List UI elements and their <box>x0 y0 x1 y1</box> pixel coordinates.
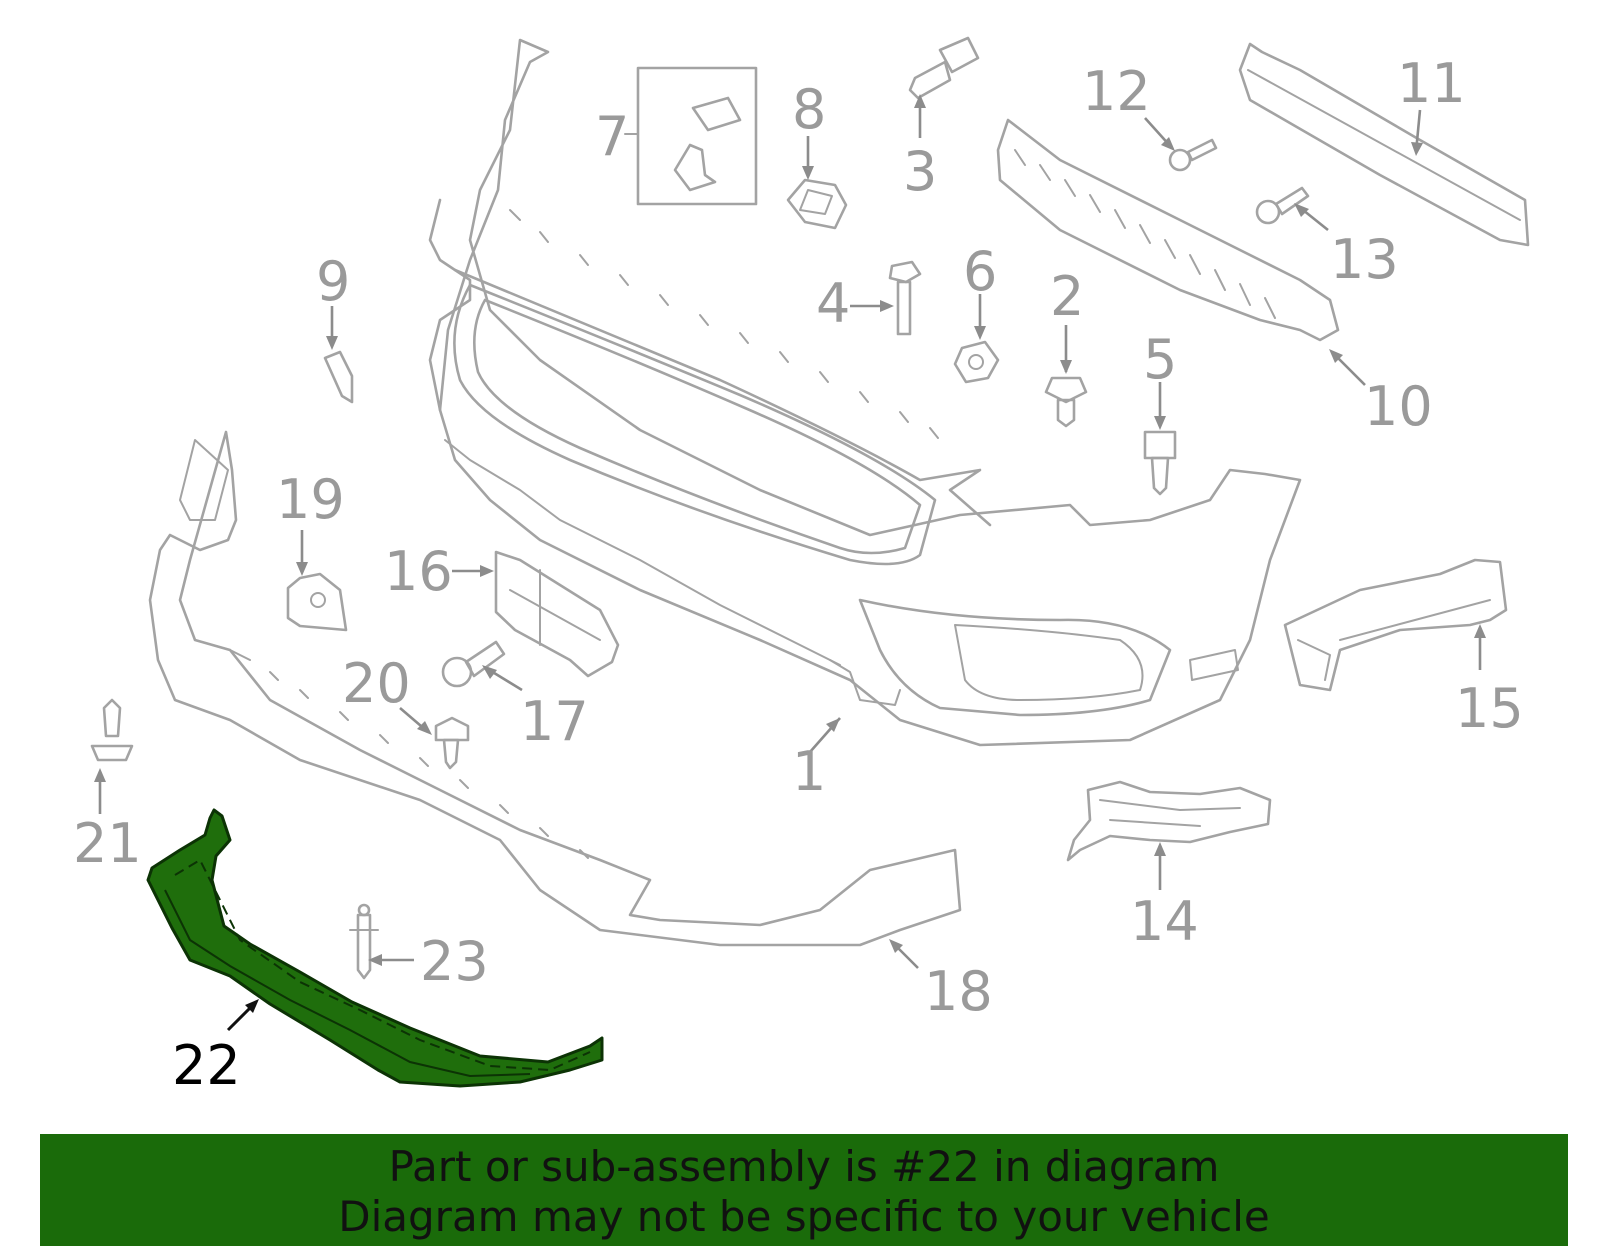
callout-6: 6 <box>963 240 997 303</box>
arrowhead <box>880 300 894 312</box>
arrowhead <box>1474 624 1486 638</box>
arrowhead <box>1154 842 1166 856</box>
part-23-pin <box>349 903 379 980</box>
part-7-clip-kit <box>636 66 758 206</box>
arrowhead <box>480 565 494 577</box>
callout-23: 23 <box>420 930 489 993</box>
part-10-energy-absorber <box>996 118 1340 342</box>
arrowhead <box>94 768 106 782</box>
arrowhead <box>482 665 497 679</box>
arrowhead <box>296 562 308 576</box>
arrowhead <box>1060 360 1072 374</box>
part-20-clip <box>434 716 470 770</box>
callout-12: 12 <box>1082 60 1151 123</box>
info-banner: Part or sub-assembly is #22 in diagram D… <box>40 1134 1568 1246</box>
part-16-bracket <box>494 550 620 678</box>
arrowhead <box>1329 349 1343 363</box>
arrowhead <box>1411 142 1423 156</box>
part-22-lower-deflector-highlighted <box>146 808 604 1088</box>
part-1-bumper-cover <box>428 38 1302 747</box>
callout-15: 15 <box>1455 677 1524 740</box>
callout-7: 7 <box>595 105 629 168</box>
callout-5: 5 <box>1143 328 1177 391</box>
callout-3: 3 <box>903 140 937 203</box>
callout-10: 10 <box>1364 375 1433 438</box>
part-13-bolt <box>1255 186 1310 225</box>
part-11-reinforcement-bar <box>1238 42 1530 247</box>
part-8-nut-clip <box>786 178 848 230</box>
arrowhead <box>326 336 338 350</box>
arrowhead <box>368 954 382 966</box>
callout-16: 16 <box>384 540 453 603</box>
part-4-bolt <box>888 260 922 336</box>
part-12-bolt <box>1168 138 1218 172</box>
callout-11: 11 <box>1397 52 1466 115</box>
callout-20: 20 <box>342 652 411 715</box>
callout-18: 18 <box>924 960 993 1023</box>
part-6-nut <box>953 340 1000 384</box>
arrowhead <box>974 326 986 340</box>
callout-8: 8 <box>792 78 826 141</box>
part-17-bolt <box>441 640 506 688</box>
part-3-bolt <box>908 36 980 100</box>
banner-line-2: Diagram may not be specific to your vehi… <box>338 1192 1270 1241</box>
part-21-pin <box>90 698 134 762</box>
part-9-bracket <box>323 350 354 404</box>
arrowhead <box>1294 203 1309 217</box>
callout-21: 21 <box>73 812 142 875</box>
callout-14: 14 <box>1130 890 1199 953</box>
part-19-bracket <box>286 572 348 632</box>
callout-2: 2 <box>1050 265 1084 328</box>
callout-17: 17 <box>520 690 589 753</box>
callout-1: 1 <box>792 740 826 803</box>
part-15-deflector <box>1283 558 1508 692</box>
banner-line-1: Part or sub-assembly is #22 in diagram <box>388 1142 1220 1191</box>
arrowhead <box>1161 137 1175 151</box>
arrowhead <box>889 939 903 953</box>
callout-19: 19 <box>276 468 345 531</box>
part-5-clip <box>1143 430 1177 496</box>
callout-13: 13 <box>1330 228 1399 291</box>
arrowhead <box>245 999 259 1013</box>
part-18-lower-valance <box>148 430 962 947</box>
callout-9: 9 <box>316 250 350 313</box>
part-2-bolt <box>1044 376 1088 428</box>
arrowhead <box>1154 416 1166 430</box>
arrowhead <box>802 166 814 180</box>
arrowhead <box>417 721 432 735</box>
part-14-bracket <box>1066 780 1272 862</box>
callout-22: 22 <box>172 1034 241 1097</box>
callout-4: 4 <box>816 272 850 335</box>
arrowhead <box>914 94 926 108</box>
arrowhead <box>826 718 840 732</box>
